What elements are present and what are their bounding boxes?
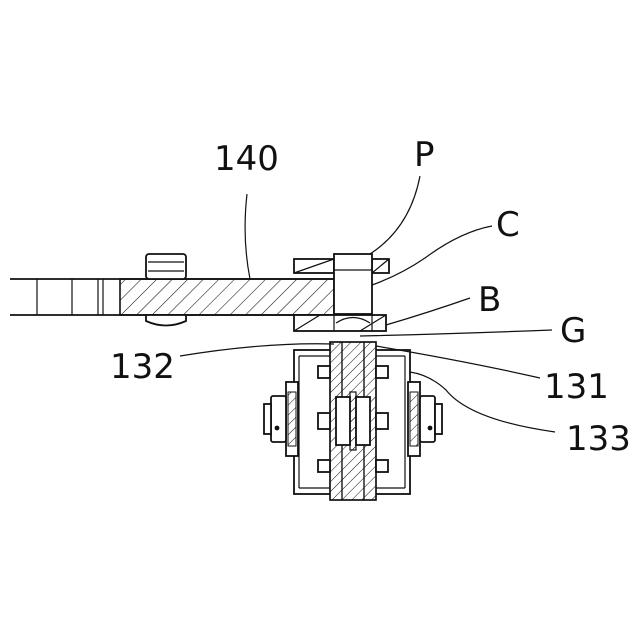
label-b: B: [478, 280, 501, 320]
label-132: 132: [110, 347, 175, 387]
label-140: 140: [214, 139, 279, 179]
roller-assembly: [264, 342, 442, 500]
label-p: P: [414, 135, 435, 175]
label-133: 133: [566, 419, 631, 459]
label-c: C: [496, 205, 520, 245]
label-131: 131: [544, 367, 609, 407]
arm-140: [10, 254, 335, 326]
label-g: G: [560, 311, 586, 351]
